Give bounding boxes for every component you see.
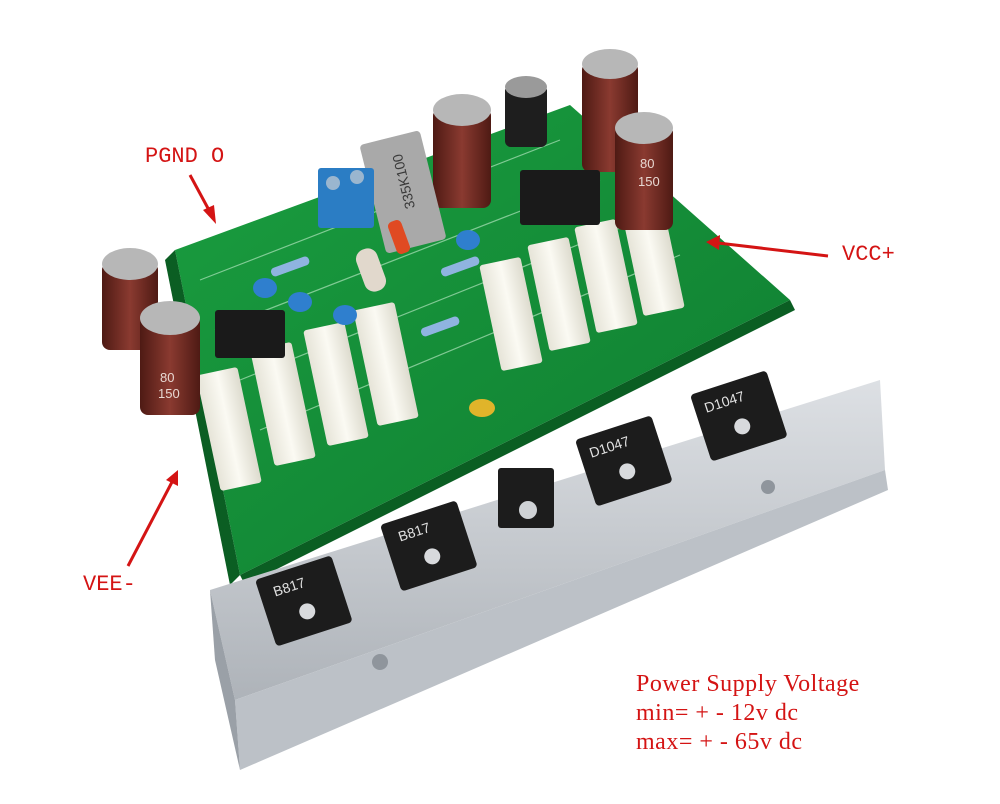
vee-label: VEE- (83, 572, 136, 597)
vcc-arrow (706, 235, 829, 258)
small-components (253, 220, 495, 417)
ceramic-resistors (196, 202, 685, 491)
pgnd-label: PGND O (145, 144, 225, 169)
film-capacitor: 335K100 (360, 131, 446, 253)
cap-voltage-left: 80 (160, 370, 174, 385)
pgnd-arrow (188, 174, 216, 224)
power-transistors: B817 B817 D1047 D1047 (256, 371, 787, 646)
cap-value-left: 150 (158, 386, 180, 401)
voltage-spec: Power Supply Voltage min= + - 12v dc max… (636, 670, 860, 757)
annotation-arrows (126, 174, 829, 567)
terminal-block (318, 168, 374, 228)
electrolytic-capacitors: 80 150 80 150 (102, 49, 673, 415)
driver-heatsinks (215, 170, 600, 358)
cap-value-right: 150 (638, 174, 660, 189)
cap-voltage-right: 80 (640, 156, 654, 171)
spec-min: min= + - 12v dc (636, 700, 799, 726)
vee-arrow (126, 470, 178, 567)
spec-title: Power Supply Voltage (636, 671, 860, 697)
spec-max: max= + - 65v dc (636, 729, 803, 755)
vcc-label: VCC+ (842, 242, 895, 267)
